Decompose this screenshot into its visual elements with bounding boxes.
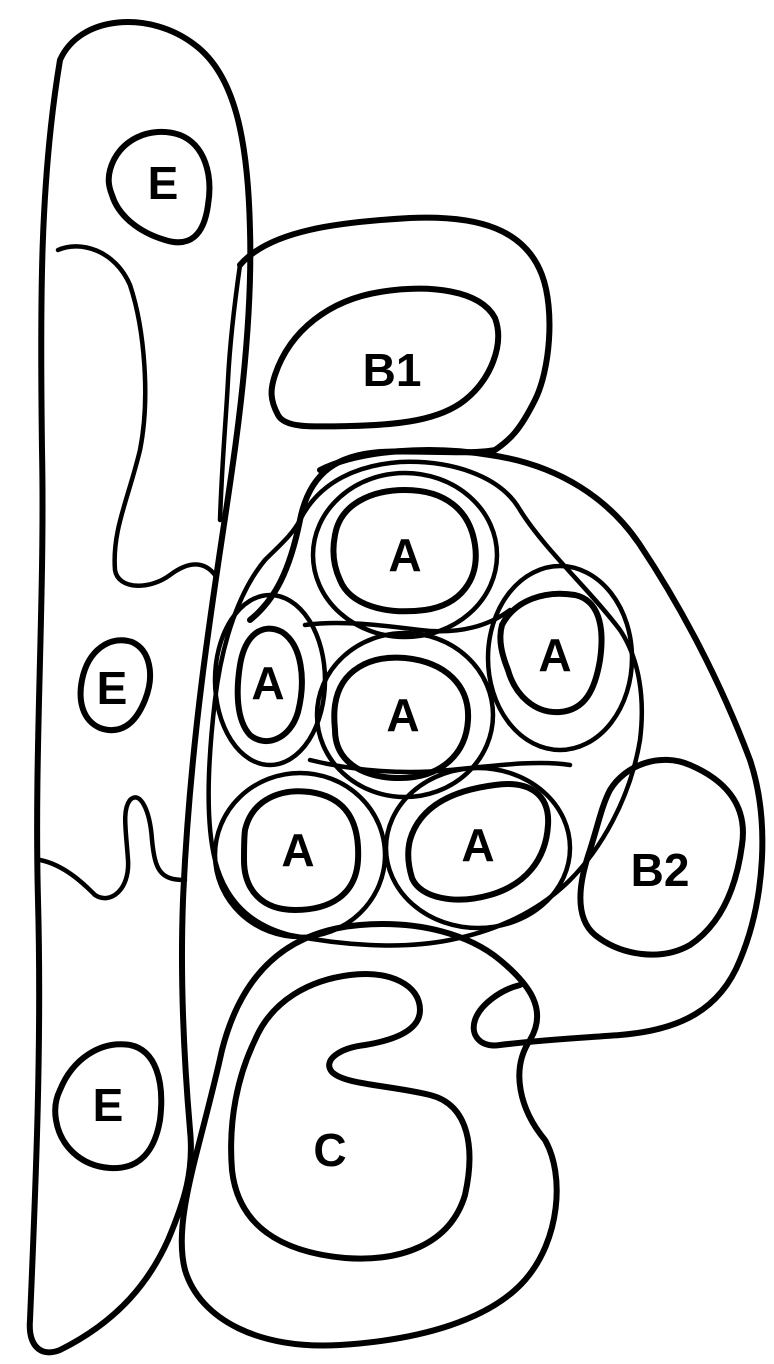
left-channel-outline [58,246,215,585]
label-a-bottom-left: A [281,824,314,876]
c-outline [231,974,469,1259]
label-a-top: A [388,529,421,581]
label-a-bottom-right: A [461,819,494,871]
label-a-left: A [251,657,284,709]
label-b1: B1 [363,344,422,396]
label-a-center: A [386,689,419,741]
left-lower-notch [40,797,185,898]
label-c: C [313,1124,346,1176]
label-e-bottom: E [93,1079,124,1131]
label-e-top: E [148,157,179,209]
label-e-middle: E [97,662,128,714]
label-a-right: A [538,629,571,681]
label-b2: B2 [631,844,690,896]
c-enclosure-outline [182,924,557,1345]
